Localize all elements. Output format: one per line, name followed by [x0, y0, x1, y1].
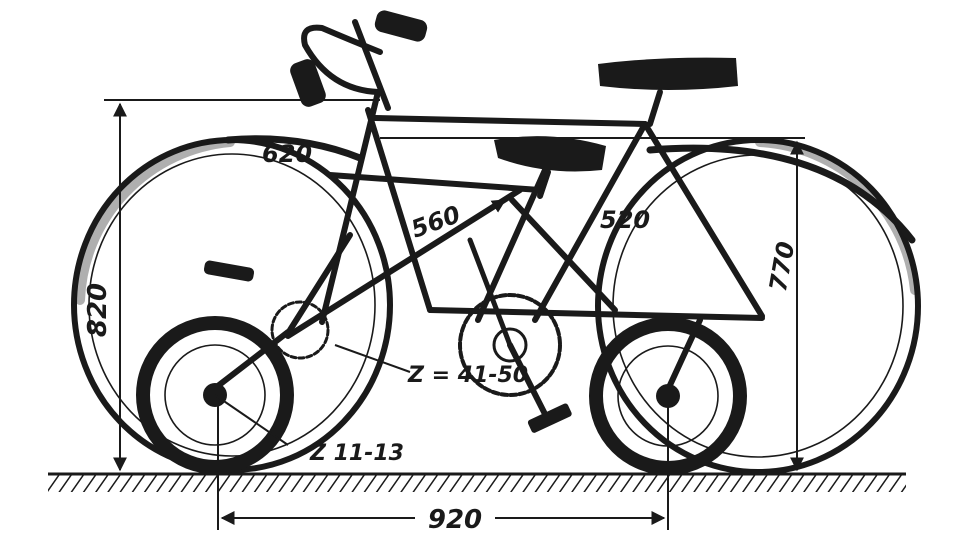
ground: [48, 472, 906, 492]
front-gear-teeth-label: Z = 41-50: [407, 363, 528, 388]
front-fender: [646, 144, 916, 244]
dimension-lines: [104, 99, 805, 530]
side-pedal: [203, 260, 255, 282]
seat-tube-label: 560: [407, 200, 464, 243]
right-frame-label: 520: [600, 206, 650, 234]
low-saddle: [494, 136, 606, 199]
wheelbase-label: 920: [428, 505, 482, 535]
head-tube-label: 620: [262, 140, 312, 168]
high-saddle: [598, 57, 738, 127]
height-label-left: 820: [83, 283, 113, 337]
height-label-right: 770: [764, 240, 800, 294]
rear-fender: [224, 135, 364, 162]
handlebar: [290, 10, 428, 111]
bicycle-frame: [207, 89, 765, 399]
chainring: [458, 237, 572, 433]
rear-sprocket: [270, 300, 330, 360]
rear-gear-teeth-label: Z 11-13: [309, 441, 404, 466]
